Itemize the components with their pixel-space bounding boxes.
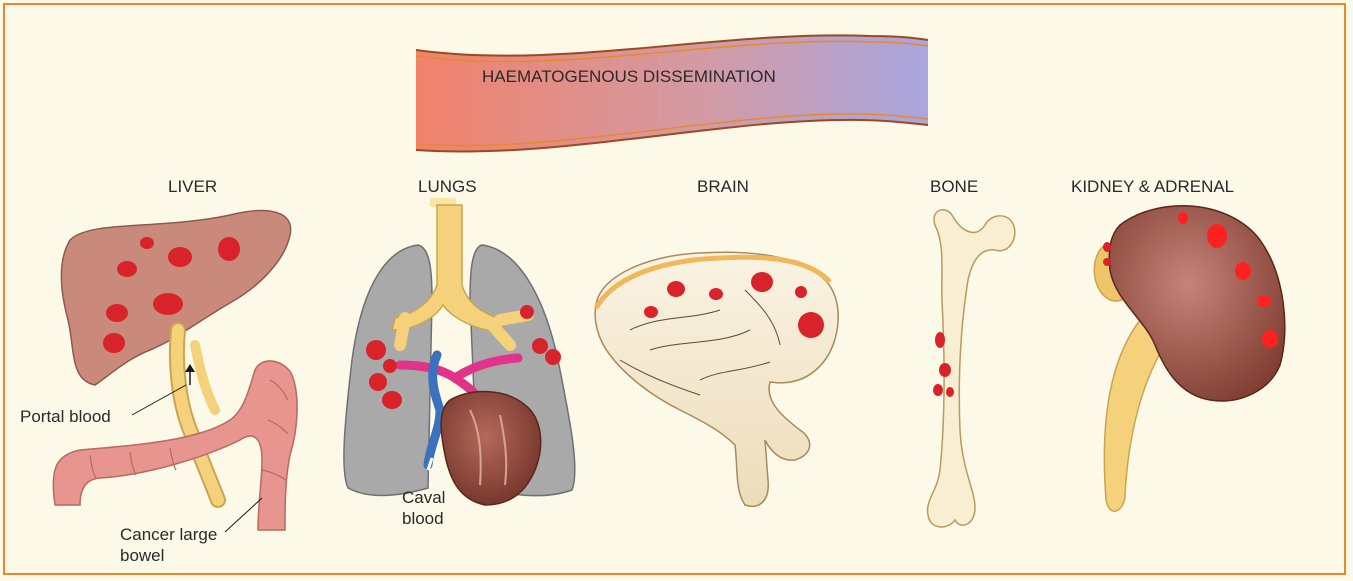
portal-vein <box>177 330 218 500</box>
banner-ribbon <box>416 35 928 151</box>
organ-label-lungs: LUNGS <box>418 177 477 197</box>
femur-bone <box>928 210 1015 527</box>
annotation-portal-blood: Portal blood <box>20 406 111 427</box>
annotation-caval: Caval <box>402 487 445 508</box>
annotation-blood: blood <box>402 508 444 529</box>
kidney-illustration <box>1094 206 1285 511</box>
annotation-cancer-large: Cancer large <box>120 524 217 545</box>
organ-label-brain: BRAIN <box>697 177 749 197</box>
banner-title: HAEMATOGENOUS DISSEMINATION <box>482 67 776 87</box>
organ-label-kidney-adrenal: KIDNEY & ADRENAL <box>1071 177 1234 197</box>
organ-label-bone: BONE <box>930 177 978 197</box>
organ-label-liver: LIVER <box>168 177 217 197</box>
annotation-bowel: bowel <box>120 545 164 566</box>
